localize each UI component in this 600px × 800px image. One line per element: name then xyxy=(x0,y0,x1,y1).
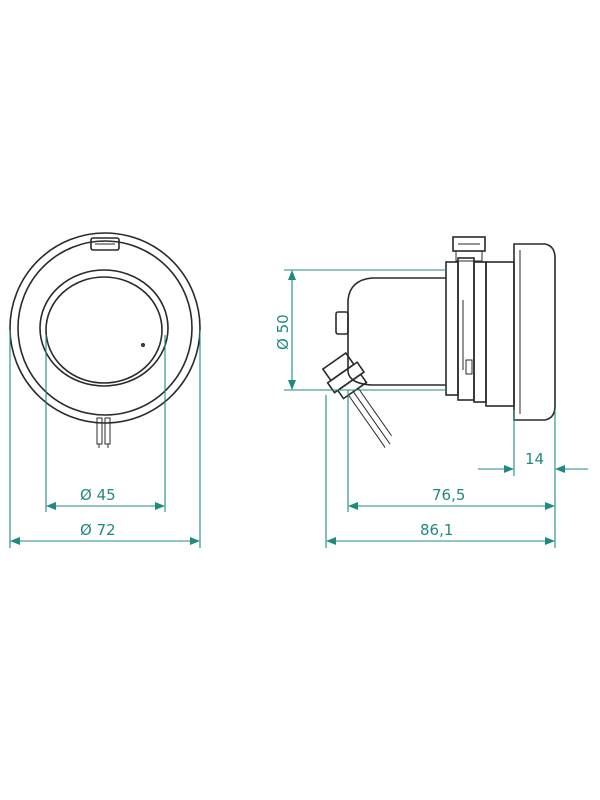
lens xyxy=(45,276,163,384)
dim-label-length-86-1: 86,1 xyxy=(420,521,453,539)
flange-plate-3 xyxy=(473,261,487,403)
dim-label-diameter-45: Ø 45 xyxy=(80,486,116,504)
flange-plate-4 xyxy=(485,261,515,407)
dim-label-diameter-50: Ø 50 xyxy=(274,314,292,350)
front-view xyxy=(9,232,201,448)
front-dimensions: Ø 45 Ø 72 xyxy=(9,330,201,548)
mounting-tab xyxy=(90,237,120,251)
rim-inner-edge xyxy=(17,240,193,416)
outer-rim xyxy=(9,232,201,424)
side-view xyxy=(321,236,556,448)
housing-body xyxy=(347,277,446,386)
front-cap xyxy=(513,243,556,421)
flange-plate-2 xyxy=(457,257,475,401)
side-dimensions: Ø 50 14 76,5 86,1 xyxy=(274,269,588,548)
cable-gland xyxy=(321,351,392,448)
dim-label-length-14: 14 xyxy=(525,450,544,468)
bezel-ring xyxy=(39,269,169,387)
wire-leads xyxy=(96,417,111,448)
dim-label-diameter-72: Ø 72 xyxy=(80,521,116,539)
dim-label-length-76-5: 76,5 xyxy=(432,486,465,504)
flange-plate-1 xyxy=(445,261,459,396)
